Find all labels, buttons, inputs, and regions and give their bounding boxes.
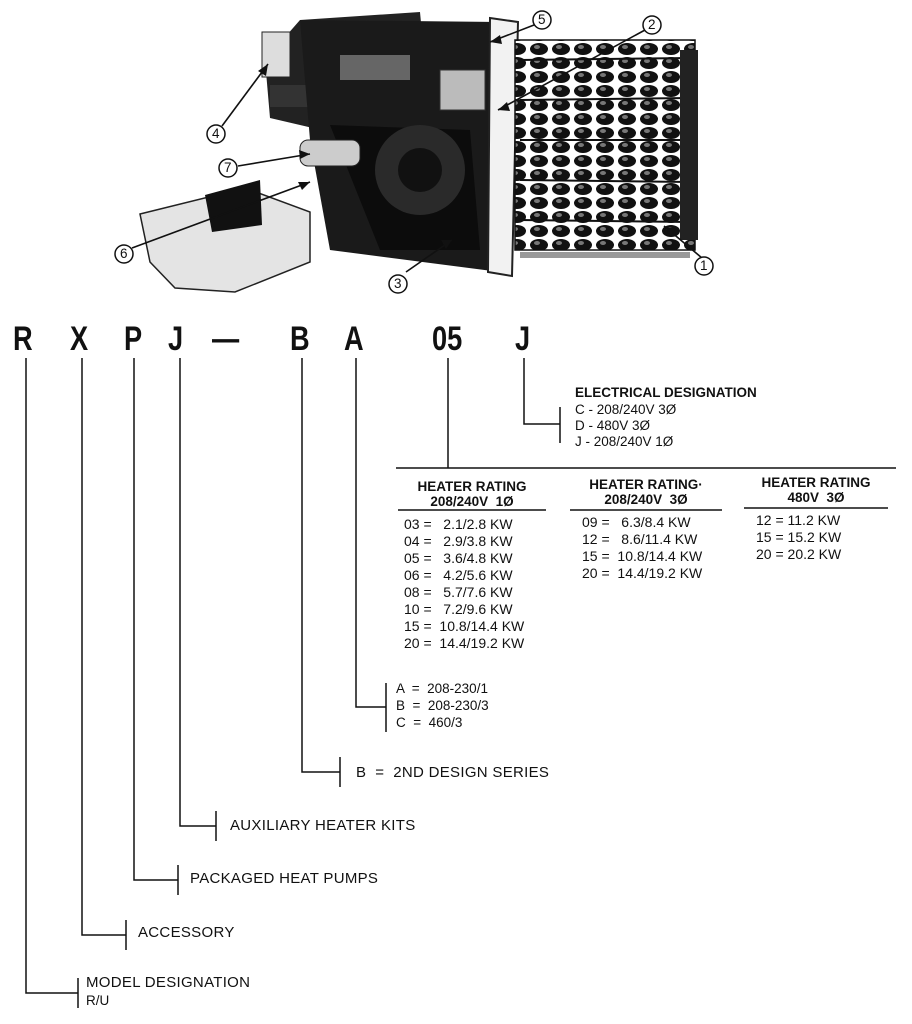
voltage-code-c: C = 460/3 <box>396 715 463 730</box>
callout-2-number: 2 <box>648 17 656 32</box>
code-char-j-final: J <box>515 320 531 358</box>
electrical-item-j: J - 208/240V 1Ø <box>575 434 674 449</box>
electrical-item-d: D - 480V 3Ø <box>575 418 651 433</box>
heater-table-1-title: HEATER RATING <box>417 479 527 494</box>
callout-3-number: 3 <box>394 276 402 291</box>
heater-table-3-row: 20 = 20.2 KW <box>756 546 842 562</box>
voltage-code-b: B = 208-230/3 <box>396 698 489 713</box>
heater-table-2-row: 15 = 10.8/14.4 KW <box>582 548 703 564</box>
heater-table-2-row: 20 = 14.4/19.2 KW <box>582 565 703 581</box>
heater-table-1-row: 08 = 5.7/7.6 KW <box>404 584 513 600</box>
callout-layer <box>114 10 714 294</box>
callout-4-leader <box>221 63 269 127</box>
callout-4-number: 4 <box>212 126 220 141</box>
code-char-r: R <box>13 320 33 358</box>
callout-2-circle <box>642 15 662 35</box>
accessory-label: ACCESSORY <box>138 924 235 941</box>
callout-6-circle <box>114 244 134 264</box>
heater-table-1-subtitle: 208/240V 1Ø <box>430 494 514 509</box>
heater-table-2-title: HEATER RATING· <box>589 477 703 492</box>
heater-table-1-row: 20 = 14.4/19.2 KW <box>404 635 525 651</box>
heater-table-1-row: 04 = 2.9/3.8 KW <box>404 533 513 549</box>
callout-7-circle <box>218 158 238 178</box>
design-series-label: B = 2ND DESIGN SERIES <box>356 764 550 781</box>
packaged-heat-pumps-label: PACKAGED HEAT PUMPS <box>190 870 379 887</box>
callout-1-circle <box>694 256 714 276</box>
code-char-p: P <box>124 320 143 358</box>
model-designation-label: MODEL DESIGNATION <box>86 974 251 991</box>
code-char-j: J <box>168 320 184 358</box>
callout-5-circle <box>532 10 552 30</box>
auxiliary-heater-kits-label: AUXILIARY HEATER KITS <box>230 817 416 834</box>
callout-2-leader <box>497 29 646 111</box>
callout-5-number: 5 <box>538 12 546 27</box>
code-char-b: B <box>290 320 310 358</box>
heater-table-2-subtitle: 208/240V 3Ø <box>604 492 688 507</box>
heater-table-3-subtitle: 480V 3Ø <box>787 490 845 505</box>
heater-kit-illustration <box>139 12 698 293</box>
callout-7-number: 7 <box>224 160 232 175</box>
callout-4-circle <box>206 124 226 144</box>
heater-table-1-row: 10 = 7.2/9.6 KW <box>404 601 513 617</box>
callout-6-leader <box>131 181 311 249</box>
model-designation-sub: R/U <box>86 993 110 1008</box>
callout-1-number: 1 <box>700 258 708 273</box>
callout-6-number: 6 <box>120 246 128 261</box>
callout-3-circle <box>388 274 408 294</box>
heater-table-1-row: 05 = 3.6/4.8 KW <box>404 550 513 566</box>
electrical-item-c: C - 208/240V 3Ø <box>575 402 677 417</box>
code-char-x: X <box>70 320 89 358</box>
electrical-designation-title: ELECTRICAL DESIGNATION <box>575 385 757 400</box>
heater-table-2-row: 12 = 8.6/11.4 KW <box>582 531 698 547</box>
code-char-a: A <box>344 320 364 358</box>
voltage-code-a: A = 208-230/1 <box>396 681 488 696</box>
code-dash: — <box>212 320 240 358</box>
heater-table-1-row: 15 = 10.8/14.4 KW <box>404 618 525 634</box>
code-char-05: 05 <box>432 320 463 358</box>
heater-table-1-row: 03 = 2.1/2.8 KW <box>404 516 513 532</box>
heater-table-2-row: 09 = 6.3/8.4 KW <box>582 514 691 530</box>
heater-table-3-row: 15 = 15.2 KW <box>756 529 842 545</box>
heater-table-3-title: HEATER RATING <box>761 475 871 490</box>
heater-table-3-row: 12 = 11.2 KW <box>756 512 841 528</box>
heater-table-1-row: 06 = 4.2/5.6 KW <box>404 567 513 583</box>
callout-7-leader <box>237 153 311 167</box>
